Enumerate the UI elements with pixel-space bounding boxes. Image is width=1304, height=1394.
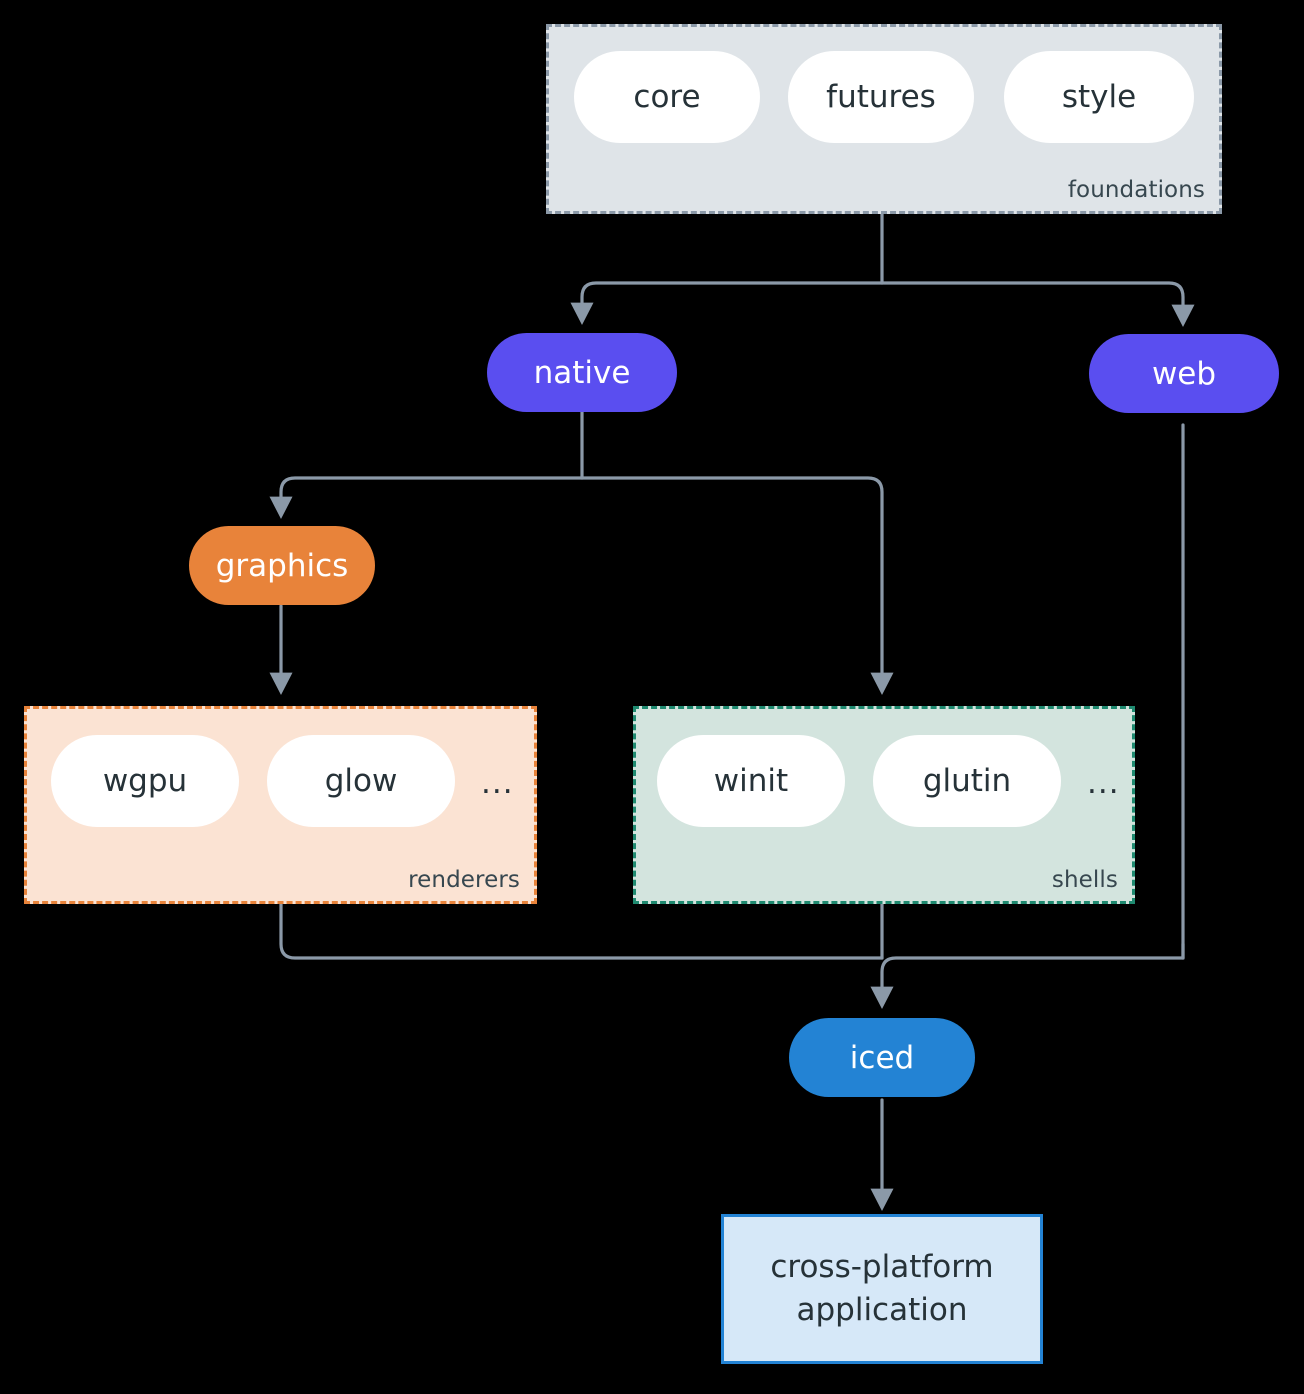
node-graphics-label: graphics [215, 547, 349, 584]
application-text-block: cross-platform application [770, 1246, 993, 1332]
node-iced-label: iced [849, 1039, 915, 1076]
node-web[interactable]: web [1089, 334, 1279, 413]
pill-glutin-label: glutin [922, 763, 1012, 799]
pill-futures[interactable]: futures [788, 51, 974, 143]
pill-style[interactable]: style [1004, 51, 1194, 143]
node-native[interactable]: native [487, 333, 677, 412]
pill-wgpu[interactable]: wgpu [51, 735, 239, 827]
pill-core-label: core [633, 79, 701, 115]
edge-foundations-to-platforms [570, 212, 1195, 328]
application-line-2: application [796, 1292, 968, 1328]
node-native-label: native [533, 354, 631, 391]
pill-wgpu-label: wgpu [102, 763, 188, 799]
ellipsis-renderers-label: ... [481, 765, 514, 801]
group-label-renderers: renderers [408, 867, 520, 893]
pill-core[interactable]: core [574, 51, 760, 143]
node-graphics[interactable]: graphics [189, 526, 375, 605]
ellipsis-shells-label: ... [1087, 765, 1120, 801]
node-web-label: web [1151, 355, 1217, 392]
node-iced[interactable]: iced [789, 1018, 975, 1097]
pill-winit-label: winit [713, 763, 789, 799]
pill-renderers-more: ... [481, 768, 514, 799]
pill-futures-label: futures [826, 79, 936, 115]
pill-style-label: style [1061, 79, 1137, 115]
pill-shells-more: ... [1087, 768, 1120, 799]
group-label-shells: shells [1051, 867, 1118, 893]
node-cross-platform-application[interactable]: cross-platform application [721, 1214, 1043, 1364]
pill-glutin[interactable]: glutin [873, 735, 1061, 827]
pill-glow[interactable]: glow [267, 735, 455, 827]
pill-winit[interactable]: winit [657, 735, 845, 827]
group-label-foundations: foundations [1067, 177, 1205, 203]
pill-glow-label: glow [324, 763, 398, 799]
application-line-1: cross-platform [770, 1249, 994, 1286]
